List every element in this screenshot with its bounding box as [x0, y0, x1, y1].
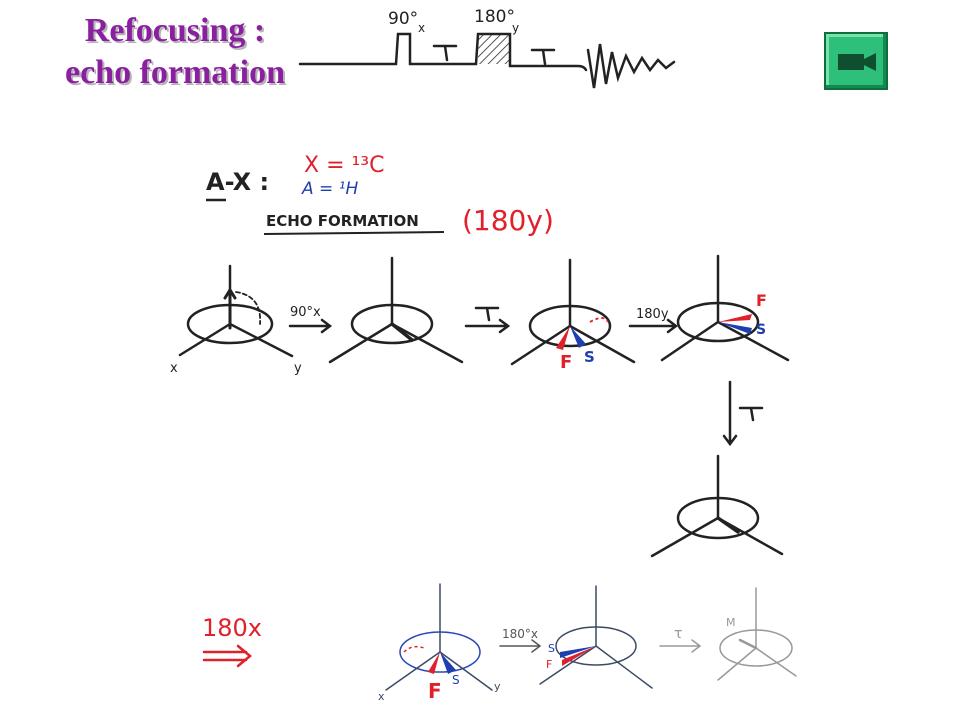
- slide-title: Refocusing : echo formation: [30, 10, 320, 94]
- frame-1-equilibrium: [178, 264, 294, 358]
- arrow-tau-down: [722, 380, 764, 447]
- bottom-f-label: F: [546, 658, 552, 671]
- video-play-button[interactable]: [824, 32, 888, 90]
- axis-x-label: x: [170, 361, 178, 376]
- arrow-90x-label: 90°x: [290, 305, 321, 320]
- title-line-2: echo formation: [64, 54, 285, 91]
- bottom-arc: [403, 645, 425, 653]
- bottom-fast-label: F: [428, 679, 442, 703]
- bottom-arrow-180x-label: 180°x: [502, 627, 538, 641]
- fast-label-2: F: [756, 291, 767, 310]
- pulse-180-sub: y: [512, 21, 519, 35]
- bottom-slow-wedge: [440, 652, 456, 674]
- slow-vector-wedge: [570, 326, 586, 348]
- bottom-frame-2: [539, 585, 653, 689]
- x-equals-c13: X = ¹³C: [304, 153, 385, 178]
- frame-2-transverse: [328, 256, 464, 364]
- bottom-slow-label: S: [452, 673, 460, 687]
- pulse-baseline: [298, 32, 588, 72]
- bottom-slow-wedge-2: [560, 646, 596, 658]
- bottom-fast-wedge: [428, 652, 440, 674]
- bottom-fast-wedge-2: [562, 646, 596, 666]
- video-camera-icon: [838, 53, 876, 71]
- bottom-m-label: M: [726, 616, 736, 629]
- bottom-arrow-180x: [499, 639, 542, 653]
- tau-2-glyph: [530, 48, 556, 66]
- title-line-1: Refocusing :: [84, 12, 266, 49]
- fast-vector-flipped: [718, 314, 752, 322]
- slow-label: S: [584, 348, 595, 366]
- a-equals-h1: A = ¹H: [301, 179, 358, 199]
- arrow-tau: [464, 306, 511, 334]
- arrow-90x: [288, 318, 333, 334]
- frame-3-dephasing: [510, 258, 636, 366]
- pulse-180-label: 180°: [474, 7, 515, 27]
- bottom-axis-y: y: [494, 680, 501, 693]
- axis-y-label: y: [294, 361, 302, 376]
- echo-formation-underline: [263, 231, 445, 235]
- pulse-180-hatch: [478, 34, 510, 64]
- slow-vector-flipped: [718, 322, 752, 334]
- spin-system-label: A-X :: [206, 168, 269, 196]
- arrow-180y: [628, 318, 679, 334]
- bottom-arrow-tau: [659, 639, 702, 653]
- double-arrow-red: [202, 644, 252, 668]
- label-180x: 180x: [202, 614, 262, 642]
- bottom-frame-3: [717, 587, 797, 681]
- arrow-180y-label: 180y: [636, 307, 669, 322]
- slow-label-2: S: [756, 322, 766, 338]
- pulse-90-label: 90°: [388, 9, 418, 29]
- tau-1-glyph: [432, 44, 458, 62]
- fast-vector-wedge: [556, 326, 570, 350]
- bottom-arrow-tau-label: τ: [674, 626, 682, 642]
- frame-4-refocus: [660, 254, 790, 362]
- pulse-90-sub: x: [418, 21, 425, 35]
- echo-180y-label: (180y): [462, 204, 554, 237]
- dephase-arc: [589, 317, 609, 323]
- bottom-s-label: S: [548, 642, 555, 655]
- fast-label: F: [560, 352, 572, 373]
- bottom-axis-x: x: [378, 690, 385, 703]
- bottom-frame-1: [385, 583, 493, 691]
- echo-formation-label: ECHO FORMATION: [266, 212, 419, 230]
- pulse-sequence: [298, 32, 676, 89]
- fid-signal: [586, 43, 676, 89]
- frame-5-echo: [650, 454, 784, 558]
